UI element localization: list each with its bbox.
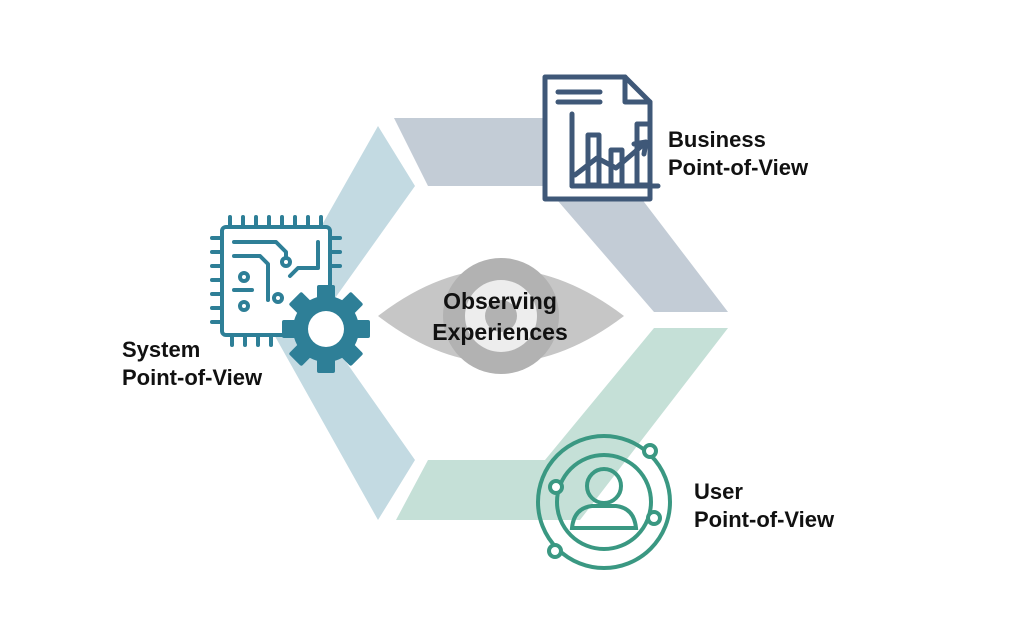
- business-band: [394, 118, 728, 312]
- business-label-line2: Point-of-View: [668, 155, 809, 180]
- system-point-of-view-label: System Point-of-View: [122, 336, 262, 392]
- eye-icon: [378, 258, 624, 374]
- hexagon-ring: [267, 118, 728, 520]
- system-label-line1: System: [122, 337, 201, 362]
- user-band: [396, 328, 728, 520]
- circuit-gear-icon: [210, 215, 370, 373]
- user-label-line1: User: [694, 479, 743, 504]
- center-label-line1: Observing: [443, 288, 557, 314]
- center-label-line2: Experiences: [432, 319, 568, 345]
- user-orbit-icon: [536, 434, 672, 570]
- system-band: [267, 126, 415, 520]
- user-point-of-view-label: User Point-of-View: [694, 478, 834, 534]
- business-label-line1: Business: [668, 127, 766, 152]
- system-label-line2: Point-of-View: [122, 365, 263, 390]
- report-chart-icon: [542, 74, 661, 202]
- center-label: Observing Experiences: [400, 286, 600, 348]
- business-point-of-view-label: Business Point-of-View: [668, 126, 808, 182]
- user-label-line2: Point-of-View: [694, 507, 835, 532]
